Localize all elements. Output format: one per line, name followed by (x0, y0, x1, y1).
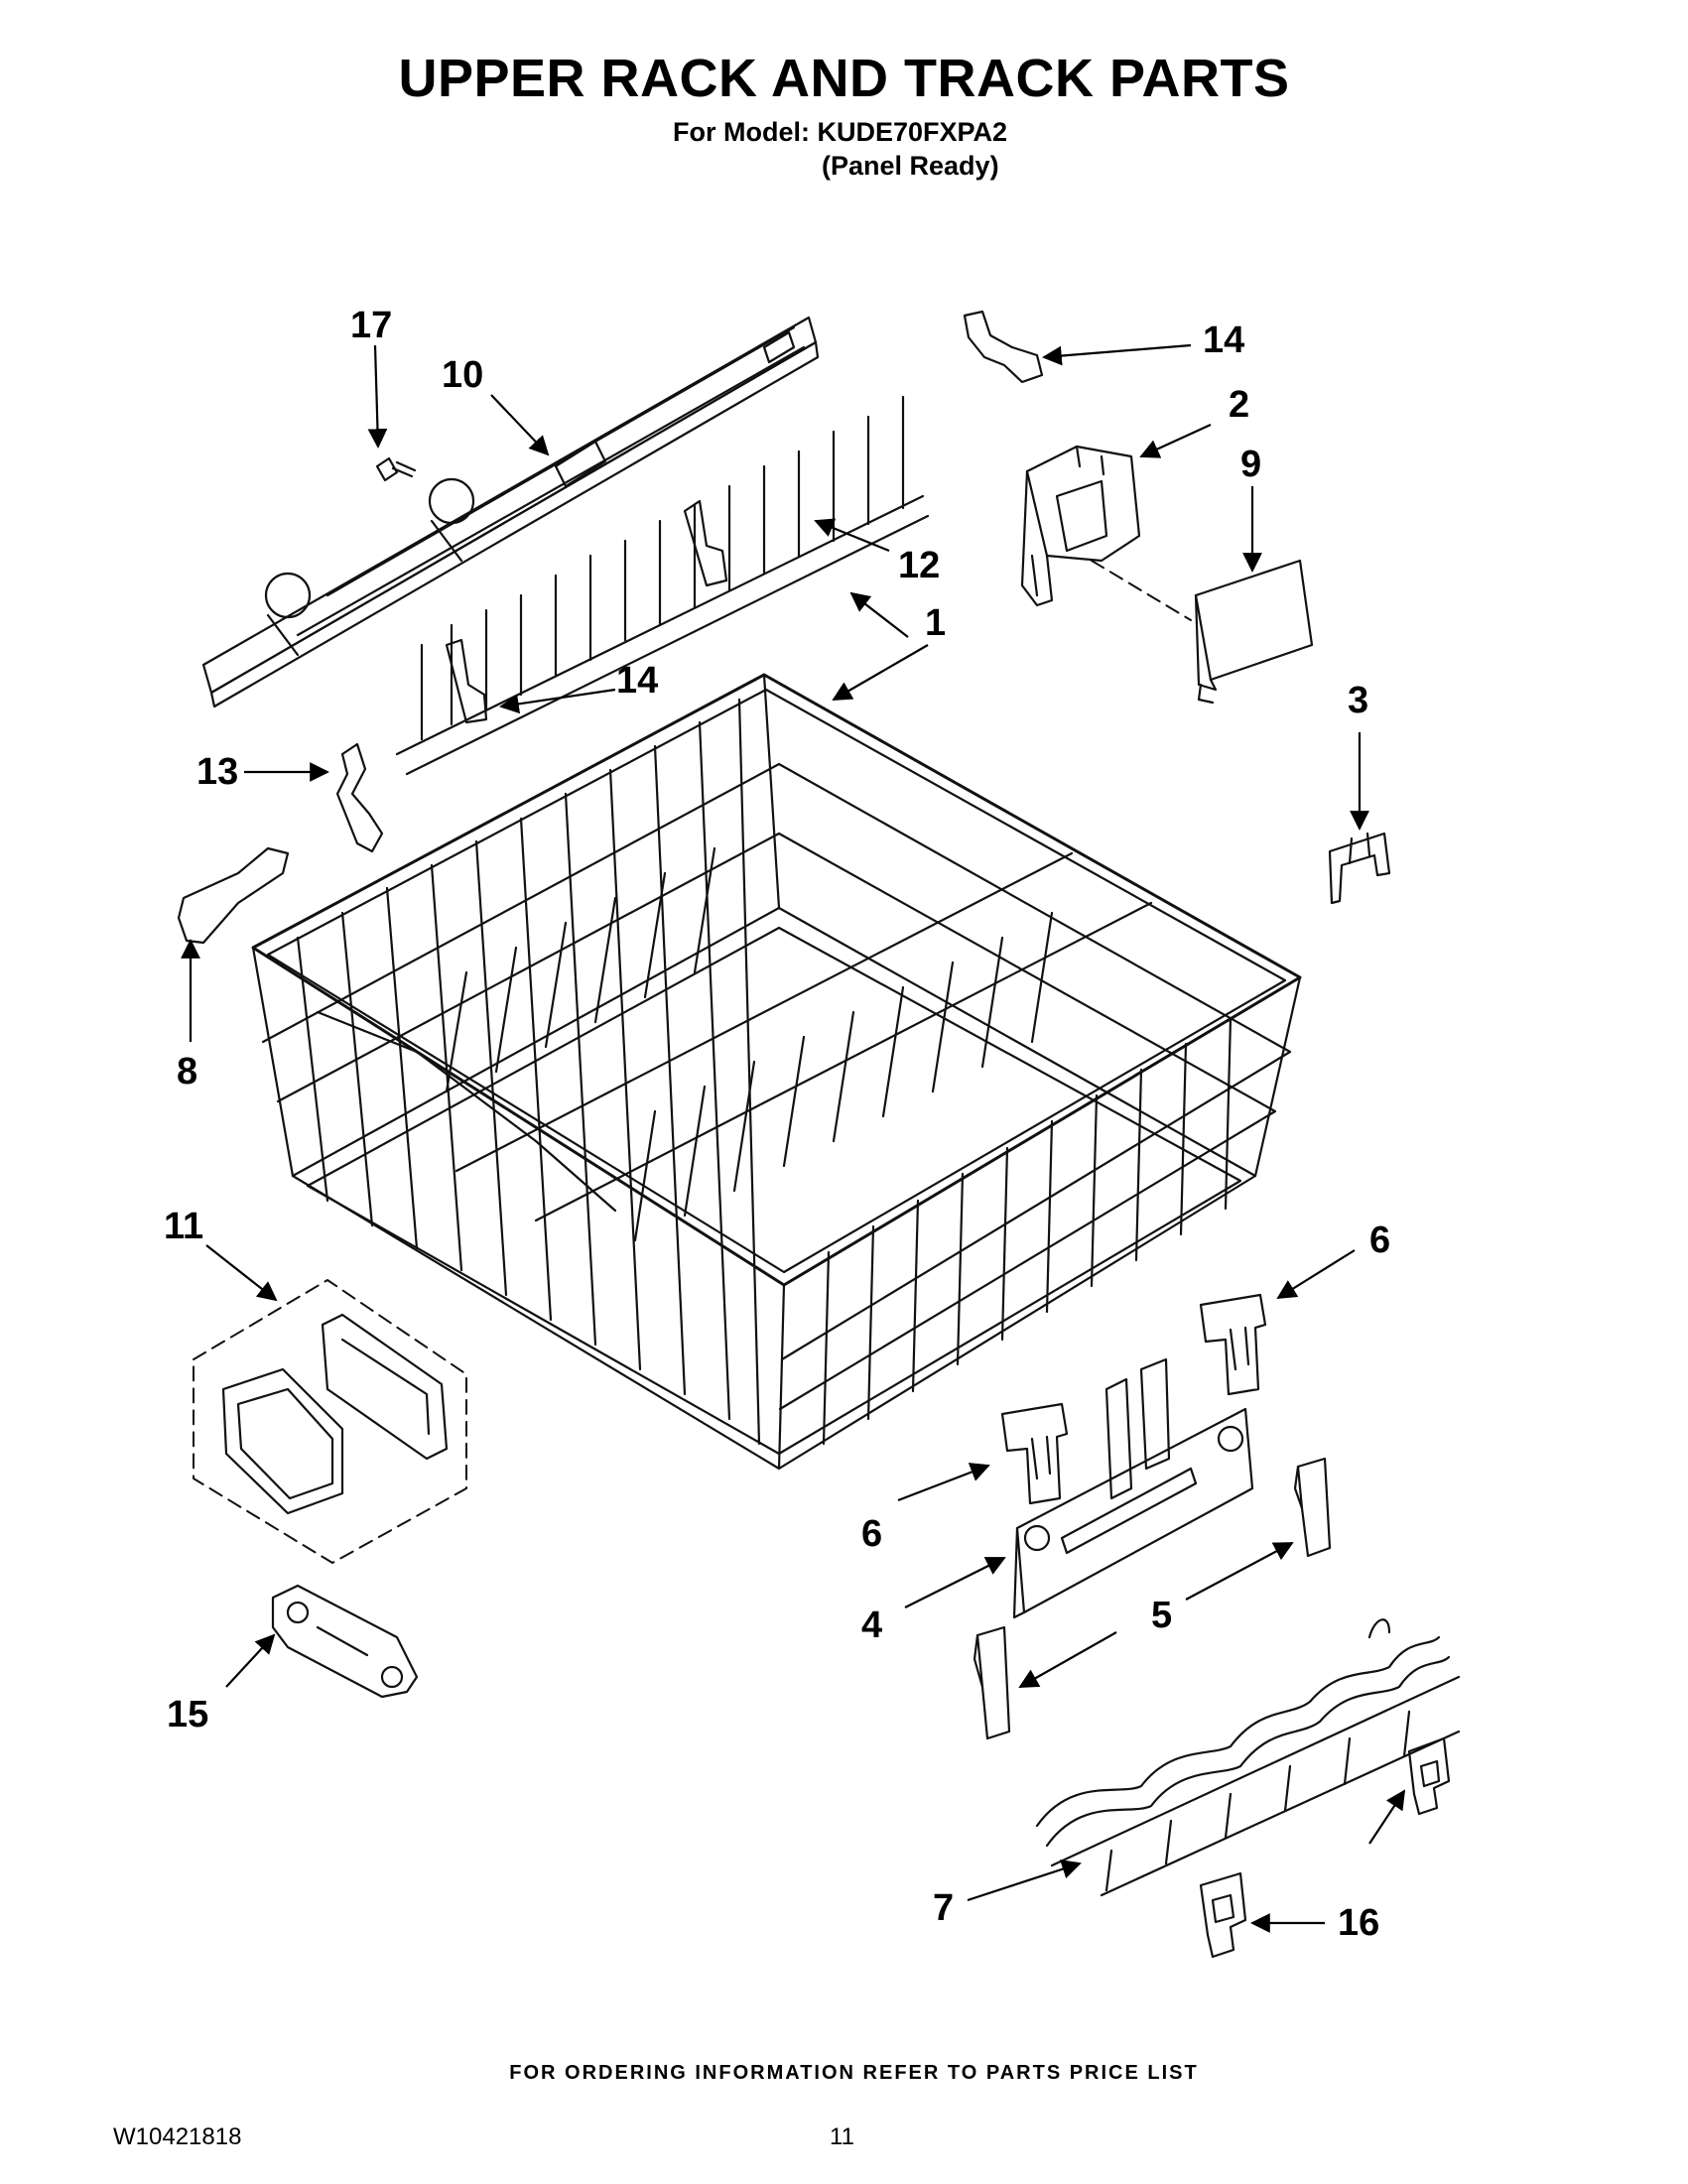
stop-part-left (973, 1625, 1011, 1740)
bracket-part (1020, 445, 1141, 607)
callout-16: 16 (1338, 1902, 1379, 1944)
page-number: 11 (830, 2123, 854, 2150)
leader-arrows (181, 343, 1406, 1933)
callout-7: 7 (933, 1887, 954, 1929)
clip-part-6-upper (1199, 1293, 1267, 1396)
callout-labels: 17 10 14 2 9 12 1 14 3 13 8 11 6 6 4 5 1… (164, 305, 1390, 1944)
clip-part-top (963, 310, 1044, 384)
callout-6-lower: 6 (861, 1513, 882, 1555)
callout-12: 12 (898, 545, 940, 586)
callout-3: 3 (1348, 680, 1368, 721)
upper-rack-basket (251, 673, 1302, 1471)
clip-part-16-left (1199, 1871, 1247, 1959)
variant-line: (Panel Ready) (822, 151, 999, 181)
callout-17: 17 (350, 305, 392, 346)
callout-1: 1 (925, 602, 946, 644)
screw-part (375, 456, 417, 482)
adjuster-plate-part (1012, 1357, 1254, 1619)
clip-part-16-right (1407, 1736, 1451, 1816)
document-number: W10421818 (113, 2123, 242, 2150)
cup-shelf-part (1035, 1618, 1461, 1897)
callout-15: 15 (167, 1694, 208, 1735)
clip-part-6-lower (1000, 1402, 1069, 1505)
callout-4: 4 (861, 1605, 882, 1646)
callout-10: 10 (442, 354, 483, 396)
model-line: For Model: KUDE70FXPA2 (673, 117, 1008, 147)
rack-adjuster-part (271, 1584, 419, 1699)
callout-13: 13 (196, 751, 238, 793)
callout-6-upper: 6 (1369, 1220, 1390, 1261)
tine-row-part (395, 395, 930, 776)
callout-14-lower-left: 14 (616, 660, 658, 702)
lever-part (177, 846, 290, 945)
callout-8: 8 (177, 1051, 197, 1092)
callout-9: 9 (1240, 444, 1261, 485)
dashed-assembly-line (1091, 560, 1192, 621)
panel-part (1194, 559, 1314, 705)
ordering-note: FOR ORDERING INFORMATION REFER TO PARTS … (509, 2062, 1199, 2084)
clip-part-13 (335, 742, 384, 853)
track-rail-part (201, 316, 820, 708)
stop-part-right (1293, 1457, 1332, 1558)
handle-assembly (193, 1279, 467, 1564)
page-title: UPPER RACK AND TRACK PARTS (398, 49, 1290, 108)
callout-2: 2 (1229, 384, 1249, 426)
small-clip-part (1328, 832, 1391, 905)
callout-14-top: 14 (1203, 320, 1244, 361)
callout-11: 11 (164, 1206, 203, 1247)
callout-5: 5 (1151, 1595, 1172, 1636)
